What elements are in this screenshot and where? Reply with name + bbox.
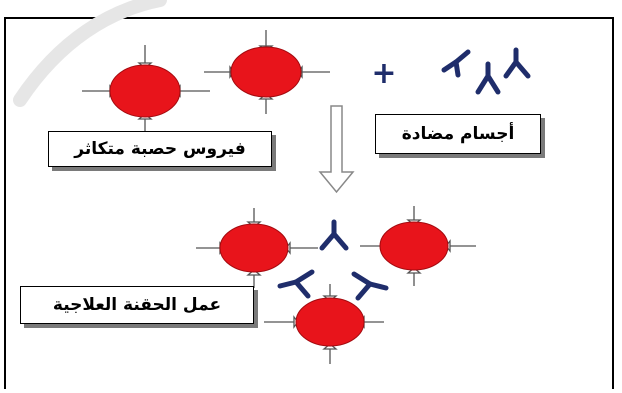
virus-body: [379, 221, 449, 271]
down-arrow-icon: [318, 105, 355, 194]
antibody-icon: [319, 219, 349, 251]
antibody-label: أجسام مضادة: [375, 114, 541, 154]
antibody-icon: [277, 269, 315, 299]
diagram-frame: [4, 17, 614, 393]
virus-body: [219, 223, 289, 273]
virus-label: فيروس حصبة متكاثر: [48, 131, 272, 167]
plus-icon: +: [371, 56, 396, 91]
antibody-icon: [441, 49, 471, 78]
virus-body: [295, 297, 365, 347]
antibody-icon: [503, 47, 531, 79]
watermark-swoosh: [13, 0, 167, 107]
antibody-icon: [351, 271, 389, 301]
virus-body: [109, 64, 181, 118]
virus-body: [230, 46, 302, 98]
antibody-icon: [475, 61, 501, 95]
serum-label: عمل الحقنة العلاجية: [20, 286, 254, 324]
